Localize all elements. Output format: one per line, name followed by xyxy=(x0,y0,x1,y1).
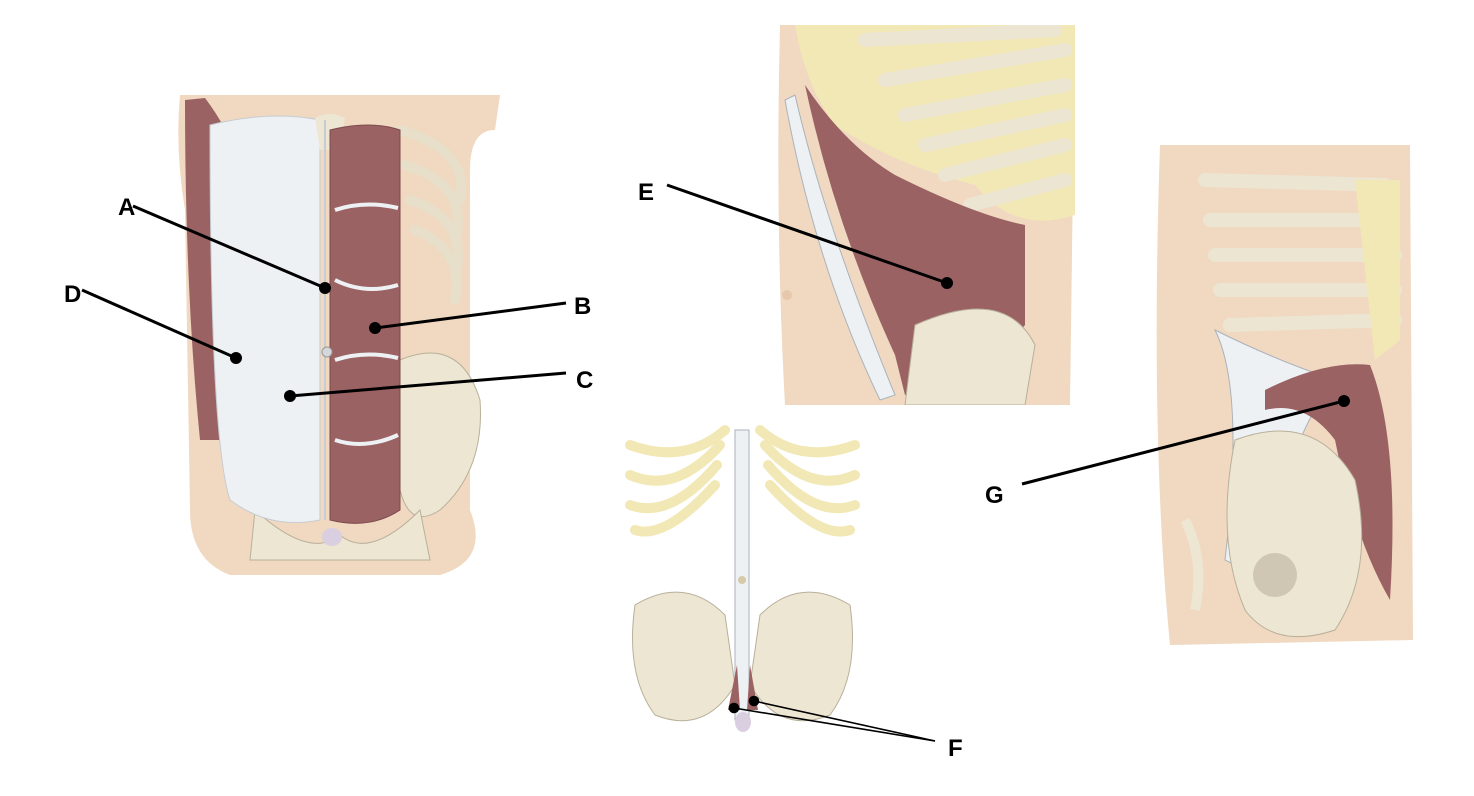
lateral-oblique-illustration xyxy=(778,23,1075,406)
label-a: A xyxy=(118,194,136,221)
label-c: C xyxy=(576,367,594,394)
lateral-pelvis-illustration xyxy=(1156,145,1413,645)
lateral-oblique-panel xyxy=(775,23,1075,406)
pyramidalis-illustration xyxy=(625,425,860,732)
anterior-abdomen-panel xyxy=(170,90,510,575)
label-f: F xyxy=(948,735,963,762)
label-b: B xyxy=(574,293,592,320)
pyramidalis-panel xyxy=(625,425,860,750)
label-d: D xyxy=(64,281,82,308)
label-e: E xyxy=(638,179,655,206)
anterior-abdomen-illustration xyxy=(178,95,501,575)
label-g: G xyxy=(985,482,1004,509)
lateral-pelvis-panel xyxy=(1155,140,1415,652)
